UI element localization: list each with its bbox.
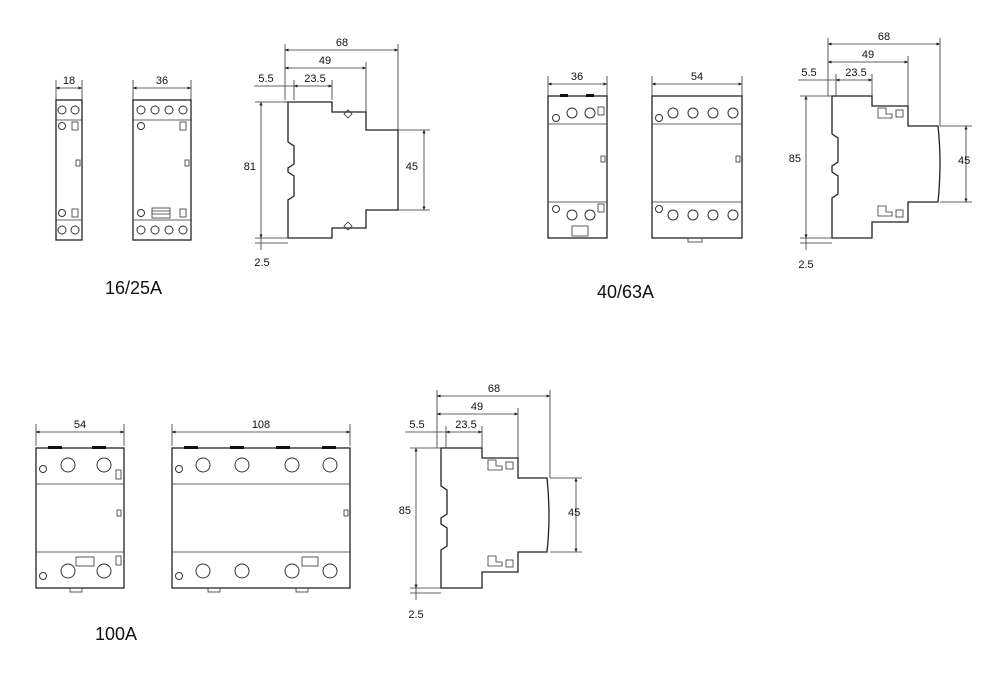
- dim-81: 81: [244, 161, 256, 173]
- dim-23.5: 23.5: [304, 73, 325, 85]
- dim-68b: 68: [878, 31, 890, 43]
- dim-18: 18: [63, 75, 75, 87]
- dim-23.5c: 23.5: [455, 419, 476, 431]
- dim-49b: 49: [862, 49, 874, 61]
- dim-54c: 54: [74, 419, 86, 431]
- dim-49c: 49: [471, 401, 483, 413]
- side-view-40-63a: 68 49 5.5 23.5 85 45 2.5: [789, 31, 972, 271]
- dim-45c: 45: [568, 507, 580, 519]
- front-view-54mm: 54: [651, 71, 743, 243]
- front-view-54mm-c: 54: [35, 419, 125, 593]
- dim-45: 45: [406, 161, 418, 173]
- dim-68: 68: [336, 37, 348, 49]
- side-view-16-25a: 68 49 5.5 23.5 81 45 2.5: [244, 37, 430, 269]
- front-view-108mm: 108: [171, 419, 351, 593]
- label-40-63a: 40/63A: [597, 282, 655, 302]
- front-view-18mm: 18: [55, 75, 83, 241]
- dim-5.5c: 5.5: [409, 419, 424, 431]
- dim-108: 108: [252, 419, 270, 431]
- label-16-25a: 16/25A: [105, 278, 163, 298]
- dim-49: 49: [319, 55, 331, 67]
- dim-68c: 68: [488, 383, 500, 395]
- dim-2.5c: 2.5: [408, 609, 423, 621]
- dim-45b: 45: [958, 155, 970, 167]
- front-view-36mm: 36: [132, 75, 192, 241]
- front-view-36mm-b: 36: [547, 71, 608, 239]
- dim-2.5b: 2.5: [798, 259, 813, 271]
- dim-5.5b: 5.5: [801, 67, 816, 79]
- dim-36: 36: [156, 75, 168, 87]
- dim-2.5: 2.5: [254, 257, 269, 269]
- dim-5.5: 5.5: [258, 73, 273, 85]
- dim-23.5b: 23.5: [845, 67, 866, 79]
- dim-36b: 36: [571, 71, 583, 83]
- dim-85c: 85: [399, 505, 411, 517]
- label-100a: 100A: [95, 624, 138, 644]
- dim-85: 85: [789, 153, 801, 165]
- side-view-100a: 68 49 5.5 23.5 85 45 2.5: [399, 383, 582, 621]
- dim-54: 54: [691, 71, 703, 83]
